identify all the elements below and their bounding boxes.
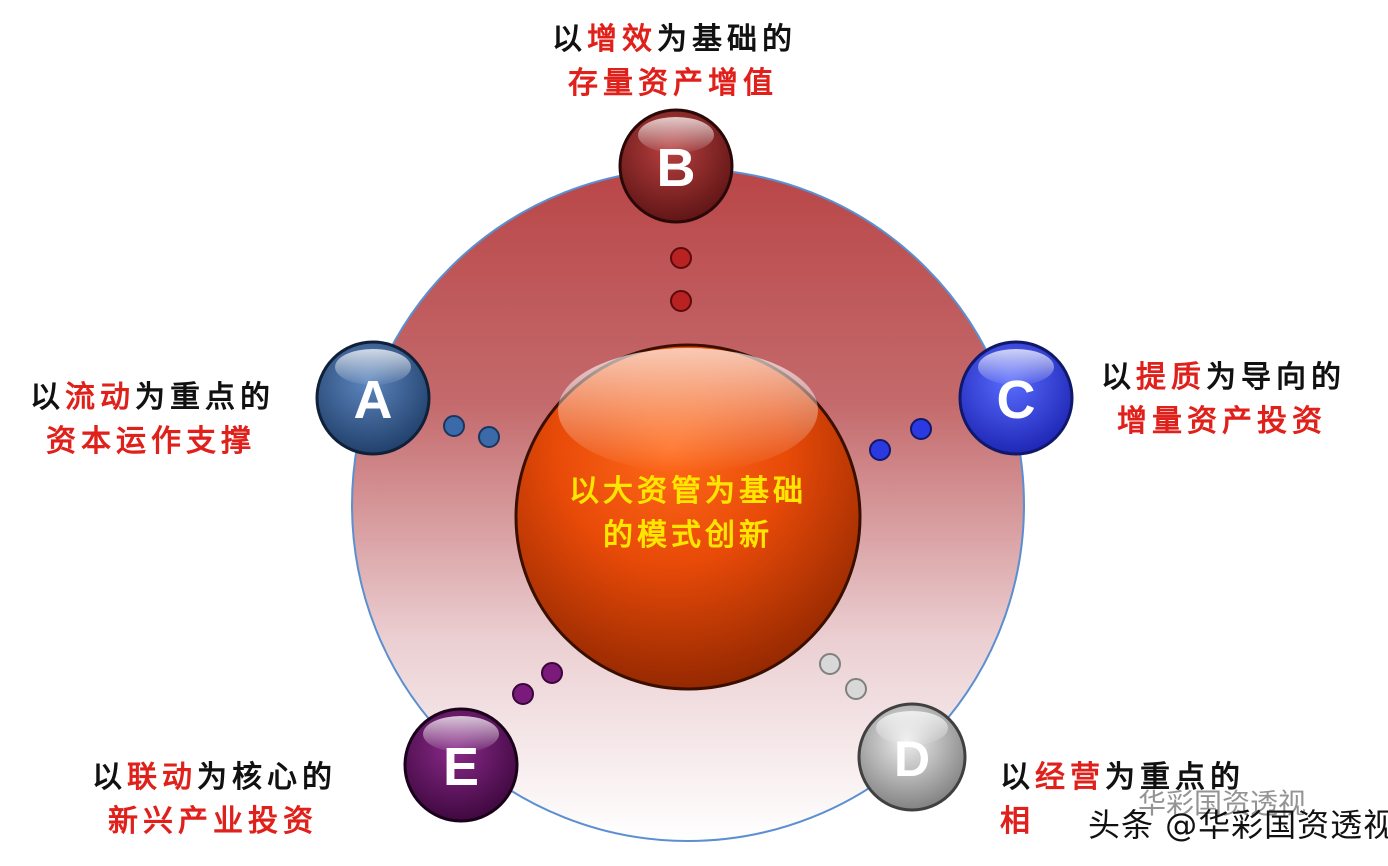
- label-A-line1: 以流动为重点的: [30, 380, 275, 415]
- label-C-line2: 增量资产投资: [1117, 404, 1327, 439]
- node-sphere-E: [403, 707, 519, 823]
- label-C: 以提质为导向的 增量资产投资: [1101, 356, 1346, 444]
- node-sphere-D: [857, 702, 967, 812]
- label-D-line2: 相: [1000, 804, 1035, 839]
- label-B-line2: 存量资产增值: [568, 66, 778, 101]
- label-B-line1: 以增效为基础的: [552, 22, 797, 57]
- center-sphere: [514, 343, 862, 691]
- node-sphere-C: [958, 340, 1074, 456]
- center-label-line2: 的模式创新: [603, 518, 773, 553]
- watermark: 头条 @华彩国资透视: [1088, 806, 1388, 844]
- connector-dots-A: [443, 415, 500, 448]
- label-E: 以联动为核心的 新兴产业投资: [92, 756, 337, 844]
- center-label-line1: 以大资管为基础: [569, 474, 807, 509]
- connector-dots-B: [670, 247, 692, 312]
- node-letter-E: E: [443, 737, 479, 797]
- connector-dots-C: [869, 418, 932, 461]
- label-B: 以增效为基础的 存量资产增值: [552, 18, 797, 106]
- label-E-line2: 新兴产业投资: [108, 804, 318, 839]
- label-A-line2: 资本运作支撑: [46, 424, 256, 459]
- label-D: 以经营为重点的 相: [1000, 756, 1245, 844]
- center-label: 以大资管为基础 的模式创新: [528, 470, 848, 558]
- node-letter-D: D: [894, 731, 930, 787]
- label-D-line1: 以经营为重点的: [1000, 760, 1245, 795]
- connector-dots-E: [512, 662, 563, 705]
- node-sphere-A: [315, 340, 431, 456]
- node-sphere-B: [618, 108, 734, 224]
- label-E-line1: 以联动为核心的: [92, 760, 337, 795]
- label-A: 以流动为重点的 资本运作支撑: [30, 376, 275, 464]
- label-C-line1: 以提质为导向的: [1101, 360, 1346, 395]
- node-letter-B: B: [657, 138, 696, 198]
- watermark-faded: 华彩国资透视: [1138, 787, 1307, 820]
- connector-dots-D: [819, 653, 867, 700]
- node-letter-A: A: [354, 370, 393, 430]
- node-letter-C: C: [997, 370, 1036, 430]
